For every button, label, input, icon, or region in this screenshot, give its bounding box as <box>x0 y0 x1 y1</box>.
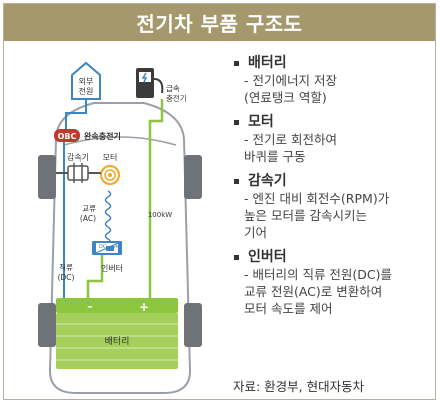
slow-charger-label: 완속충전기 <box>84 131 121 141</box>
ev-diagram: 외부 전원 급속 충전기 OBC 완속충전기 <box>4 41 230 399</box>
reducer-icon <box>56 163 100 183</box>
motor-icon <box>100 165 120 185</box>
dc-label-line2: (DC) <box>58 273 75 282</box>
ac-label-line1: 교류 <box>82 204 96 213</box>
inverter-label: 인버터 <box>101 263 123 273</box>
battery-minus-label: – <box>87 300 93 313</box>
section-heading: 모터 <box>248 114 274 130</box>
motor-label: 모터 <box>103 153 118 162</box>
power-kw-label: 100kW <box>148 211 172 219</box>
bullet-icon <box>234 60 239 66</box>
section-description: - 전기로 회전하여 바퀴를 구동 <box>244 132 337 164</box>
section-reducer: 감속기 - 엔진 대비 회전수(RPM)가 높은 모터를 감속시키는 기어 <box>233 172 435 241</box>
external-power-label-line1: 외부 <box>79 76 94 86</box>
fast-charger-label-line1: 급속 <box>166 84 180 93</box>
figure-frame: 전기차 부품 구조도 외부 전원 <box>3 3 436 400</box>
battery-label: 배터리 <box>105 336 130 347</box>
inverter-dc-label: DC <box>99 244 107 250</box>
wheel-rear-right-icon <box>184 303 202 347</box>
section-inverter: 인버터 - 배터리의 직류 전원(DC)를 교류 전원(AC)로 변환하여 모터… <box>233 248 435 317</box>
section-battery: 배터리 - 전기에너지 저장 (연료탱크 역할) <box>233 54 435 106</box>
inverter-ac-label: AC <box>114 244 121 250</box>
obc-badge <box>54 129 80 142</box>
wiring <box>63 99 164 303</box>
section-description: - 배터리의 직류 전원(DC)를 교류 전원(AC)로 변환하여 모터 속도를… <box>244 267 393 316</box>
fast-charger-label-line2: 충전기 <box>166 93 187 103</box>
source-note: 자료: 환경부, 현대자동차 <box>233 379 365 394</box>
legend-column: 배터리 - 전기에너지 저장 (연료탱크 역할) 모터 - 전기로 회전하여 바… <box>233 54 435 324</box>
section-motor: 모터 - 전기로 회전하여 바퀴를 구동 <box>233 113 435 165</box>
bullet-icon <box>234 254 239 260</box>
house-icon <box>71 61 101 100</box>
diagram-title: 전기차 부품 구조도 <box>4 4 435 41</box>
wheel-front-right-icon <box>184 155 202 199</box>
battery-plus-label: + <box>139 300 149 314</box>
wheel-rear-left-icon <box>38 303 56 347</box>
wheel-front-left-icon <box>38 155 56 199</box>
section-heading: 배터리 <box>248 55 287 71</box>
inverter-icon <box>92 241 122 255</box>
external-power-label-line2: 전원 <box>79 86 94 96</box>
reducer-label: 감속기 <box>67 152 89 162</box>
fast-charger-icon <box>136 68 164 98</box>
battery-icon <box>56 298 178 369</box>
section-heading: 인버터 <box>248 249 287 265</box>
section-description: - 엔진 대비 회전수(RPM)가 높은 모터를 감속시키는 기어 <box>244 191 390 240</box>
section-heading: 감속기 <box>248 173 287 189</box>
dc-label-line1: 직류 <box>59 262 73 272</box>
ac-label-line2: (AC) <box>80 214 96 223</box>
obc-badge-label: OBC <box>58 132 77 141</box>
bullet-icon <box>234 119 239 125</box>
section-description: - 전기에너지 저장 (연료탱크 역할) <box>244 73 337 105</box>
bullet-icon <box>234 178 239 184</box>
